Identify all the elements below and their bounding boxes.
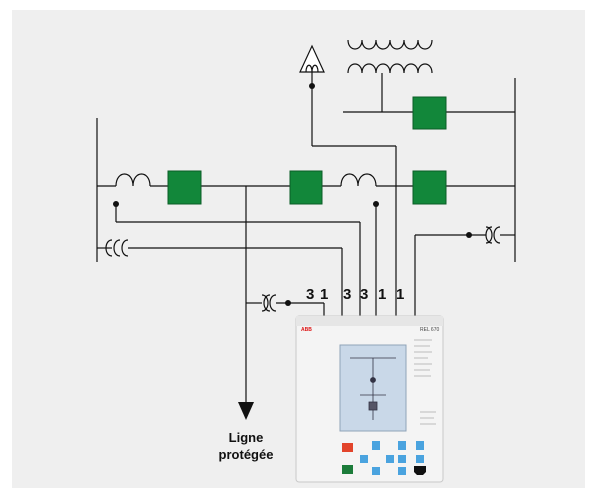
screen-mimic <box>350 357 396 420</box>
output-label-line1: Ligne <box>229 430 264 445</box>
voltage-transformers <box>105 226 501 312</box>
junction-dots <box>113 83 472 306</box>
key <box>416 441 424 450</box>
key <box>398 467 406 475</box>
key <box>386 455 394 463</box>
key <box>372 441 380 450</box>
key <box>416 455 424 463</box>
channel-number: 3 <box>360 286 368 303</box>
ct-coil-right <box>340 173 377 187</box>
ct-coil-left <box>115 173 151 187</box>
device-brand: ABB <box>301 327 312 333</box>
wiring <box>96 72 516 405</box>
current-transformers <box>115 173 377 187</box>
channel-numbers: 3 1 3 3 1 1 <box>306 286 404 303</box>
channel-number: 1 <box>396 286 404 303</box>
key-green <box>342 465 353 474</box>
breaker-1 <box>167 170 202 205</box>
protection-relay-device: ABB REL 670 <box>295 315 444 483</box>
key <box>398 455 406 463</box>
key <box>398 441 406 450</box>
output-arrow-icon <box>238 402 254 420</box>
channel-number: 3 <box>343 286 351 303</box>
ethernet-port-icon <box>414 466 426 475</box>
breaker-4 <box>412 96 447 130</box>
device-keypad <box>342 441 426 475</box>
power-transformer-icon <box>347 39 433 74</box>
output-label-line2: protégée <box>219 447 274 462</box>
grounding-vt-icon <box>299 44 325 73</box>
circuit-breakers <box>167 96 447 205</box>
device-model: REL 670 <box>420 327 439 333</box>
key <box>360 455 368 463</box>
device-info-lines <box>414 339 436 425</box>
channel-number: 1 <box>378 286 386 303</box>
channel-number: 1 <box>320 286 328 303</box>
key <box>372 467 380 475</box>
channel-number: 3 <box>306 286 314 303</box>
breaker-3 <box>412 170 447 205</box>
key-red <box>342 443 353 452</box>
breaker-2 <box>289 170 323 205</box>
